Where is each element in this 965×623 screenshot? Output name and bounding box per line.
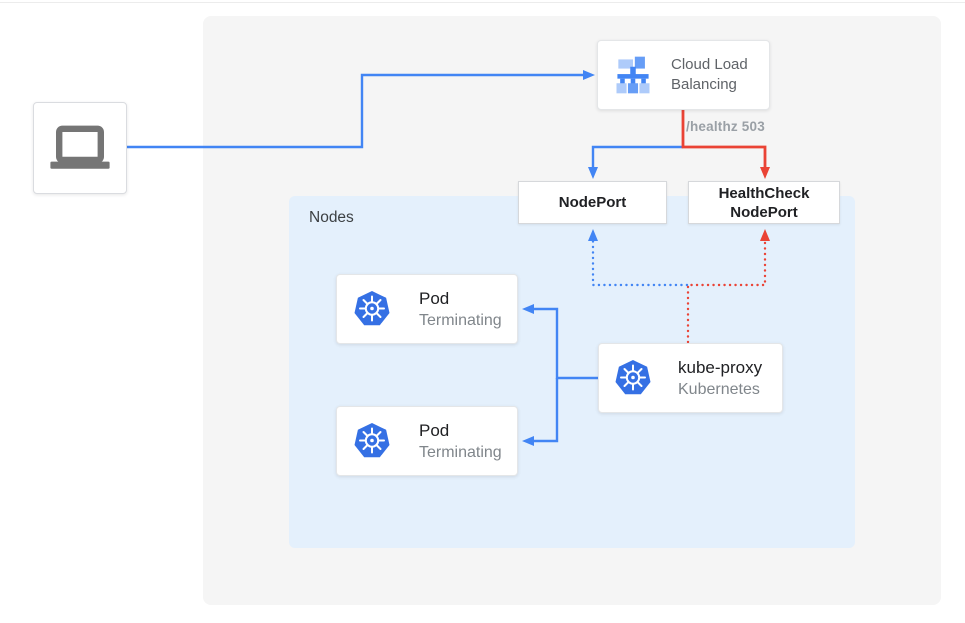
pod-card-2: Pod Terminating xyxy=(336,406,518,476)
kubernetes-icon xyxy=(354,423,390,458)
page-top-divider xyxy=(0,2,965,3)
pod-card-1: Pod Terminating xyxy=(336,274,518,344)
healthcheck-nodeport-label: HealthCheck NodePort xyxy=(718,184,810,221)
pod-title: Pod xyxy=(419,421,450,440)
kubernetes-icon xyxy=(354,291,390,326)
cloud-load-balancing-card: Cloud Load Balancing xyxy=(597,40,770,110)
nodeport-box: NodePort xyxy=(518,181,667,224)
healthz-503-label: /healthz 503 xyxy=(686,119,765,134)
load-balancer-icon xyxy=(616,56,650,94)
pod-title: Pod xyxy=(419,289,450,308)
nodeport-label: NodePort xyxy=(558,194,627,211)
healthcheck-nodeport-box: HealthCheck NodePort xyxy=(688,181,840,224)
kube-proxy-text: kube-proxy Kubernetes xyxy=(678,356,762,400)
nodes-label: Nodes xyxy=(309,209,354,226)
pod-status: Terminating xyxy=(419,312,502,329)
client-laptop-card xyxy=(33,102,127,194)
pod-status: Terminating xyxy=(419,444,502,461)
pod-text: Pod Terminating xyxy=(419,419,502,463)
kube-proxy-subtitle: Kubernetes xyxy=(678,381,760,398)
laptop-icon xyxy=(50,125,110,169)
kube-proxy-card: kube-proxy Kubernetes xyxy=(598,343,783,413)
kube-proxy-title: kube-proxy xyxy=(678,358,763,377)
kubernetes-icon xyxy=(615,360,651,395)
pod-text: Pod Terminating xyxy=(419,287,502,331)
cloud-load-balancing-label: Cloud Load Balancing xyxy=(671,56,748,93)
